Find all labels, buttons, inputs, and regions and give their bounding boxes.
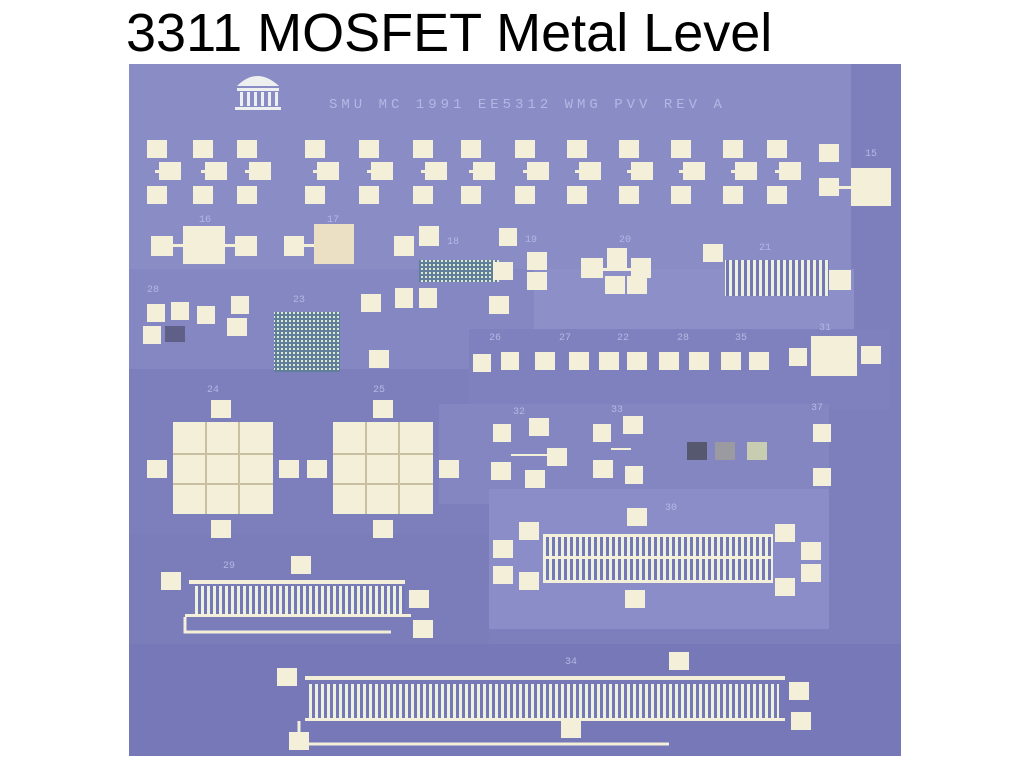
transistor-cell: [193, 140, 227, 204]
svg-text:29: 29: [223, 561, 235, 572]
block-29: [161, 556, 433, 638]
svg-text:25: 25: [373, 385, 385, 396]
mosfet-die-photo: SMU MC 1991 EE5312 WMG PVV REV A: [129, 64, 901, 756]
svg-text:28: 28: [147, 285, 159, 296]
logo-icon: [235, 76, 281, 110]
transistor-cell: [305, 140, 339, 204]
svg-text:34: 34: [565, 657, 577, 668]
transistor-row-1: [147, 140, 891, 206]
transistor-cell: [413, 140, 447, 204]
svg-text:37: 37: [811, 403, 823, 414]
transistor-cell: [359, 140, 393, 204]
svg-text:35: 35: [735, 333, 747, 344]
svg-text:32: 32: [513, 407, 525, 418]
block-34: [277, 652, 811, 750]
pad: [851, 168, 891, 206]
svg-text:31: 31: [819, 323, 831, 334]
transistor-cell: [723, 140, 757, 204]
transistor-cell: [515, 140, 549, 204]
square-array-24: [147, 400, 299, 538]
svg-text:22: 22: [617, 333, 629, 344]
transistor-cell: [767, 140, 801, 204]
svg-text:15: 15: [865, 149, 877, 160]
die-header-text: SMU MC 1991 EE5312 WMG PVV REV A: [329, 97, 726, 113]
transistor-cell: [567, 140, 601, 204]
svg-text:27: 27: [559, 333, 571, 344]
comb-structure-a: [419, 260, 499, 282]
pad: [839, 186, 851, 189]
svg-text:18: 18: [447, 237, 459, 248]
block-30: [493, 508, 821, 608]
svg-text:19: 19: [525, 235, 537, 246]
svg-text:24: 24: [207, 385, 219, 396]
pad: [819, 178, 839, 196]
comb-structure-b: [274, 312, 340, 372]
svg-text:20: 20: [619, 235, 631, 246]
capacitor-pads-row: [151, 224, 439, 264]
svg-text:23: 23: [293, 295, 305, 306]
transistor-cell: [461, 140, 495, 204]
structure-labels: 16 17 18 19 20 21 28 23 26 27 22 28 35 31 24 25 32 3…: [147, 149, 877, 668]
svg-text:33: 33: [611, 405, 623, 416]
pad-row-middle: [473, 336, 881, 376]
transistor-cell: [619, 140, 653, 204]
svg-text:17: 17: [327, 215, 339, 226]
square-array-25: [307, 400, 459, 538]
svg-text:30: 30: [665, 503, 677, 514]
svg-text:28: 28: [677, 333, 689, 344]
svg-text:16: 16: [199, 215, 211, 226]
transistor-cell: [237, 140, 271, 204]
slide-title: 3311 MOSFET Metal Level: [126, 3, 773, 63]
svg-text:21: 21: [759, 243, 771, 254]
svg-text:26: 26: [489, 333, 501, 344]
pad: [819, 144, 839, 162]
transistor-cell: [671, 140, 705, 204]
transistor-cell: [147, 140, 181, 204]
